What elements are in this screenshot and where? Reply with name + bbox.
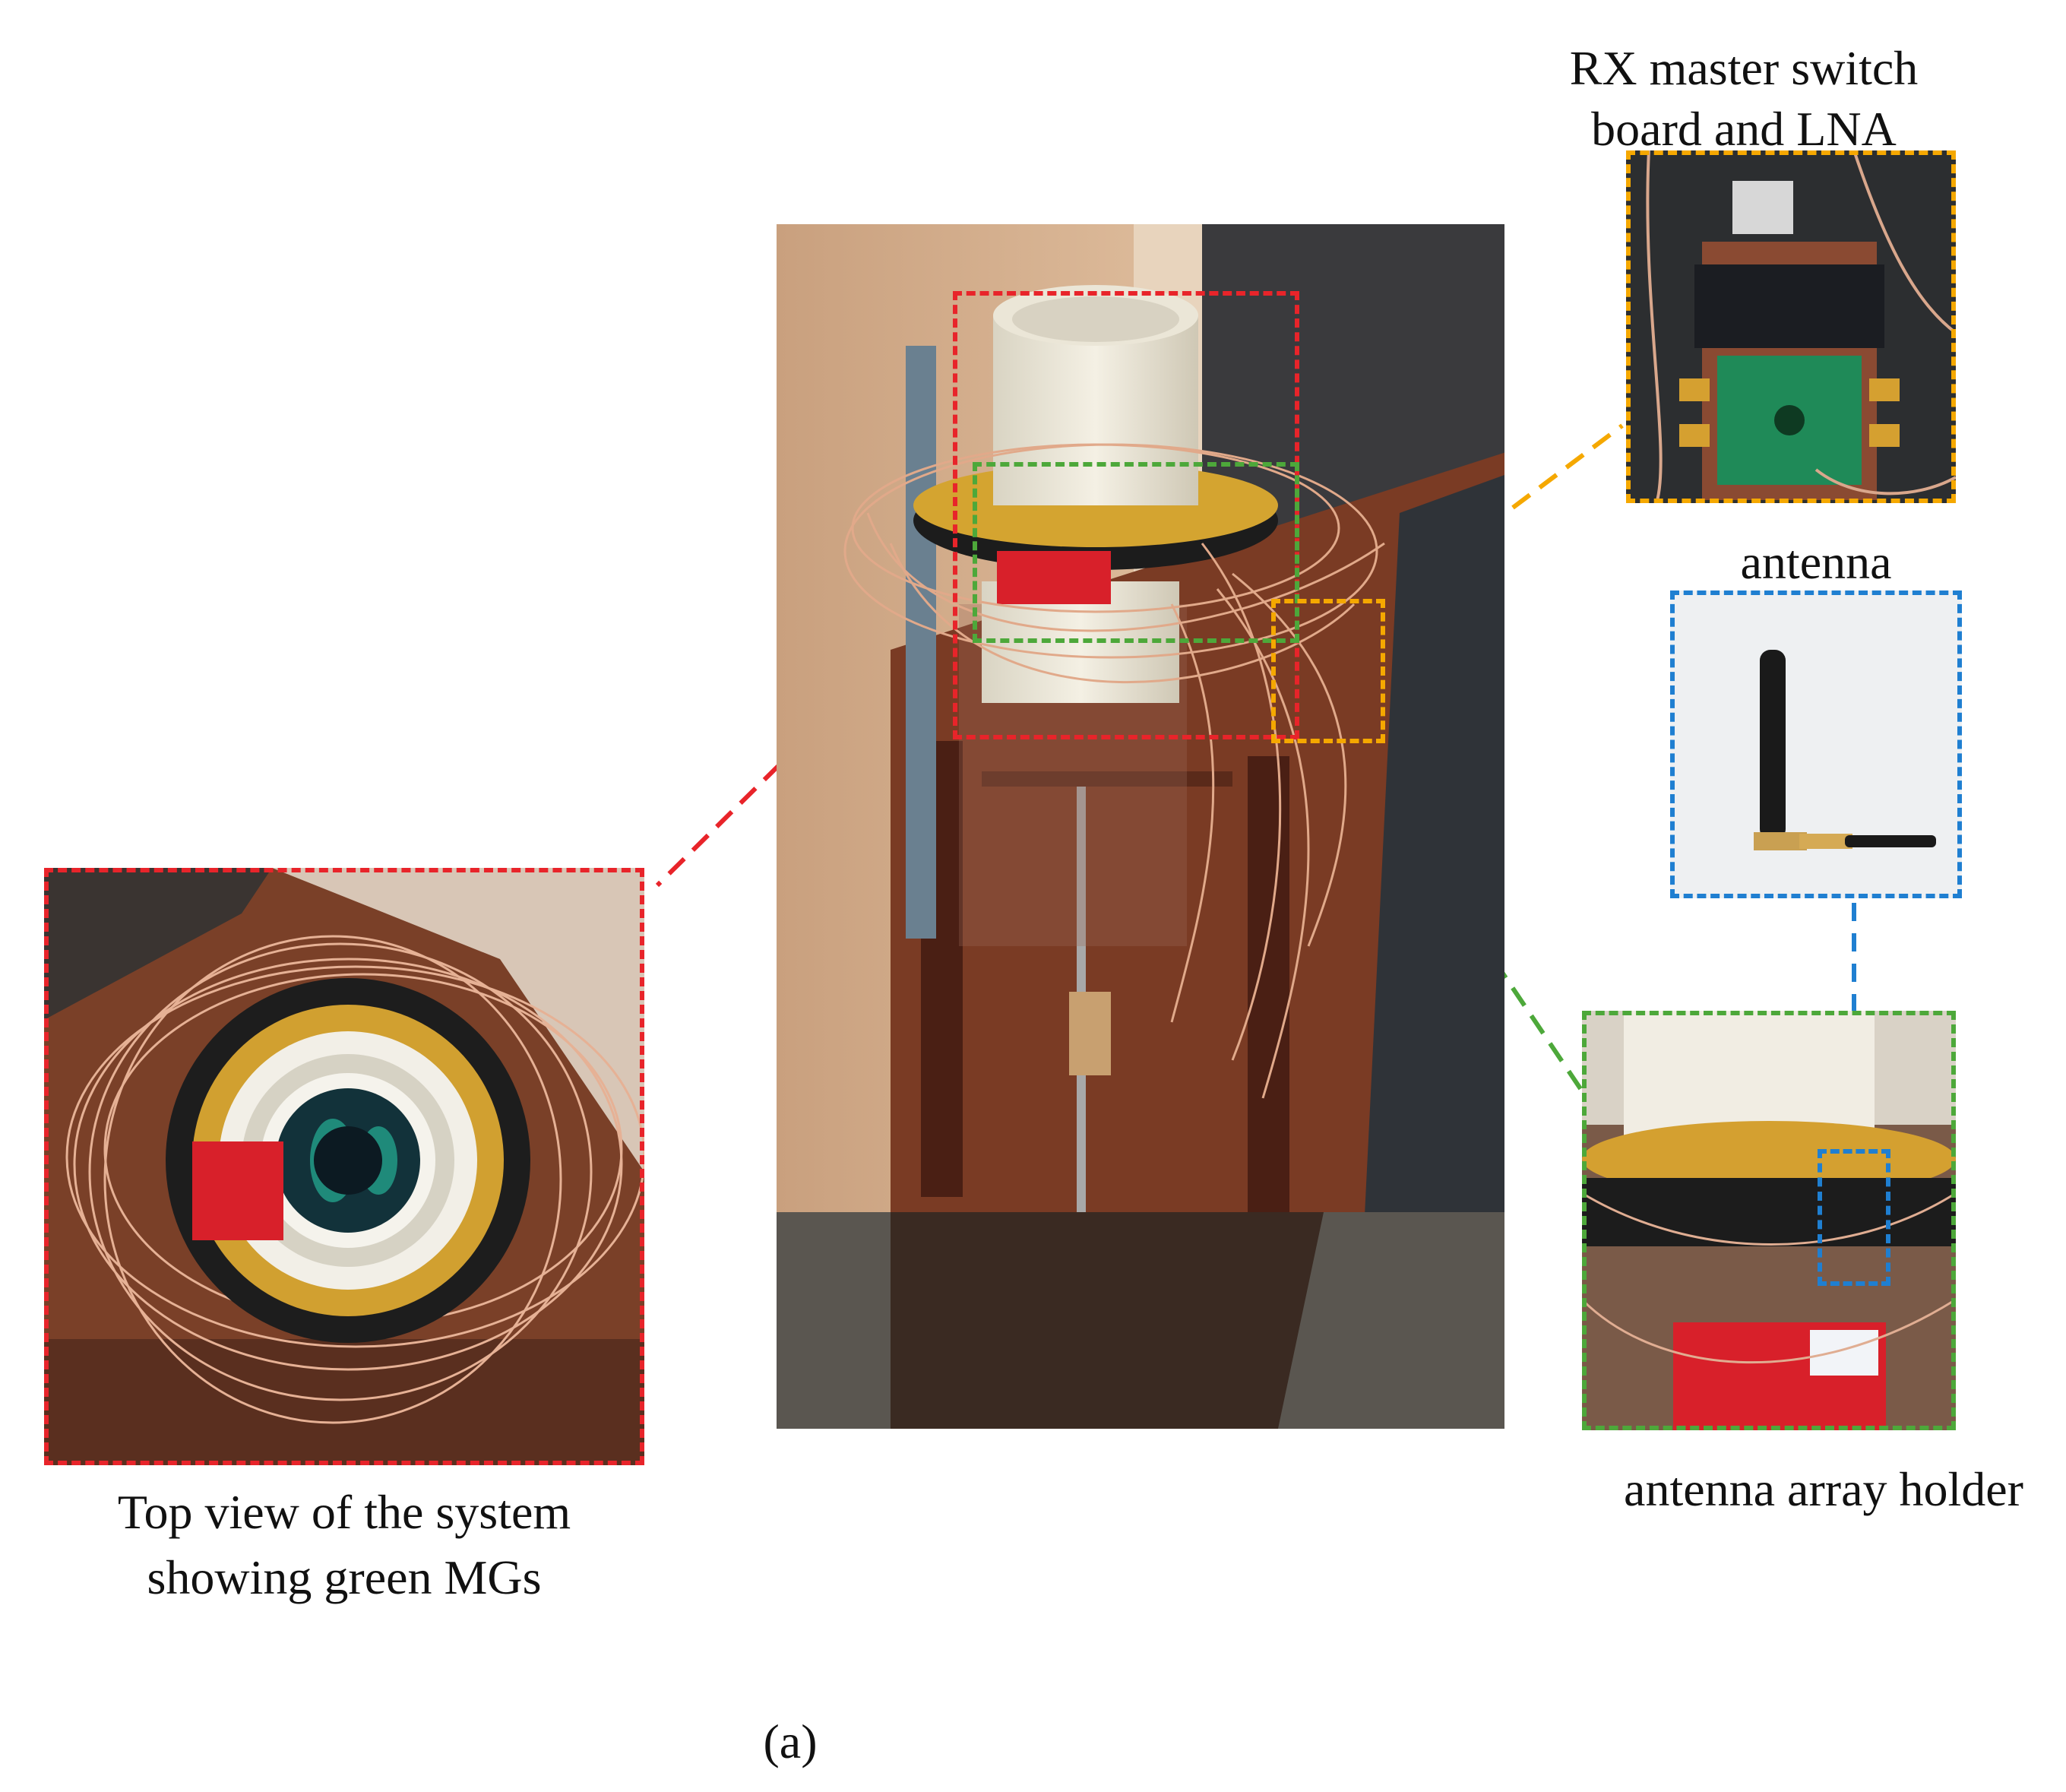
rx-switch-caption-line1: RX master switch bbox=[1569, 41, 1919, 95]
antenna-caption: antenna bbox=[1740, 535, 1892, 589]
top-view-caption-line1: Top view of the system bbox=[117, 1485, 571, 1539]
main-system-photo bbox=[777, 224, 1504, 1429]
top-view-caption-line2: showing green MGs bbox=[147, 1550, 542, 1604]
antenna-photo bbox=[1670, 590, 1962, 898]
array-holder-caption: antenna array holder bbox=[1624, 1462, 2023, 1516]
top-view-photo bbox=[44, 868, 644, 1465]
array-holder-photo bbox=[1582, 1011, 1956, 1430]
rx-switch-caption-line2: board and LNA bbox=[1591, 102, 1897, 156]
rx-switch-board-photo bbox=[1626, 150, 1956, 503]
figure-sublabel: (a) bbox=[763, 1714, 818, 1768]
